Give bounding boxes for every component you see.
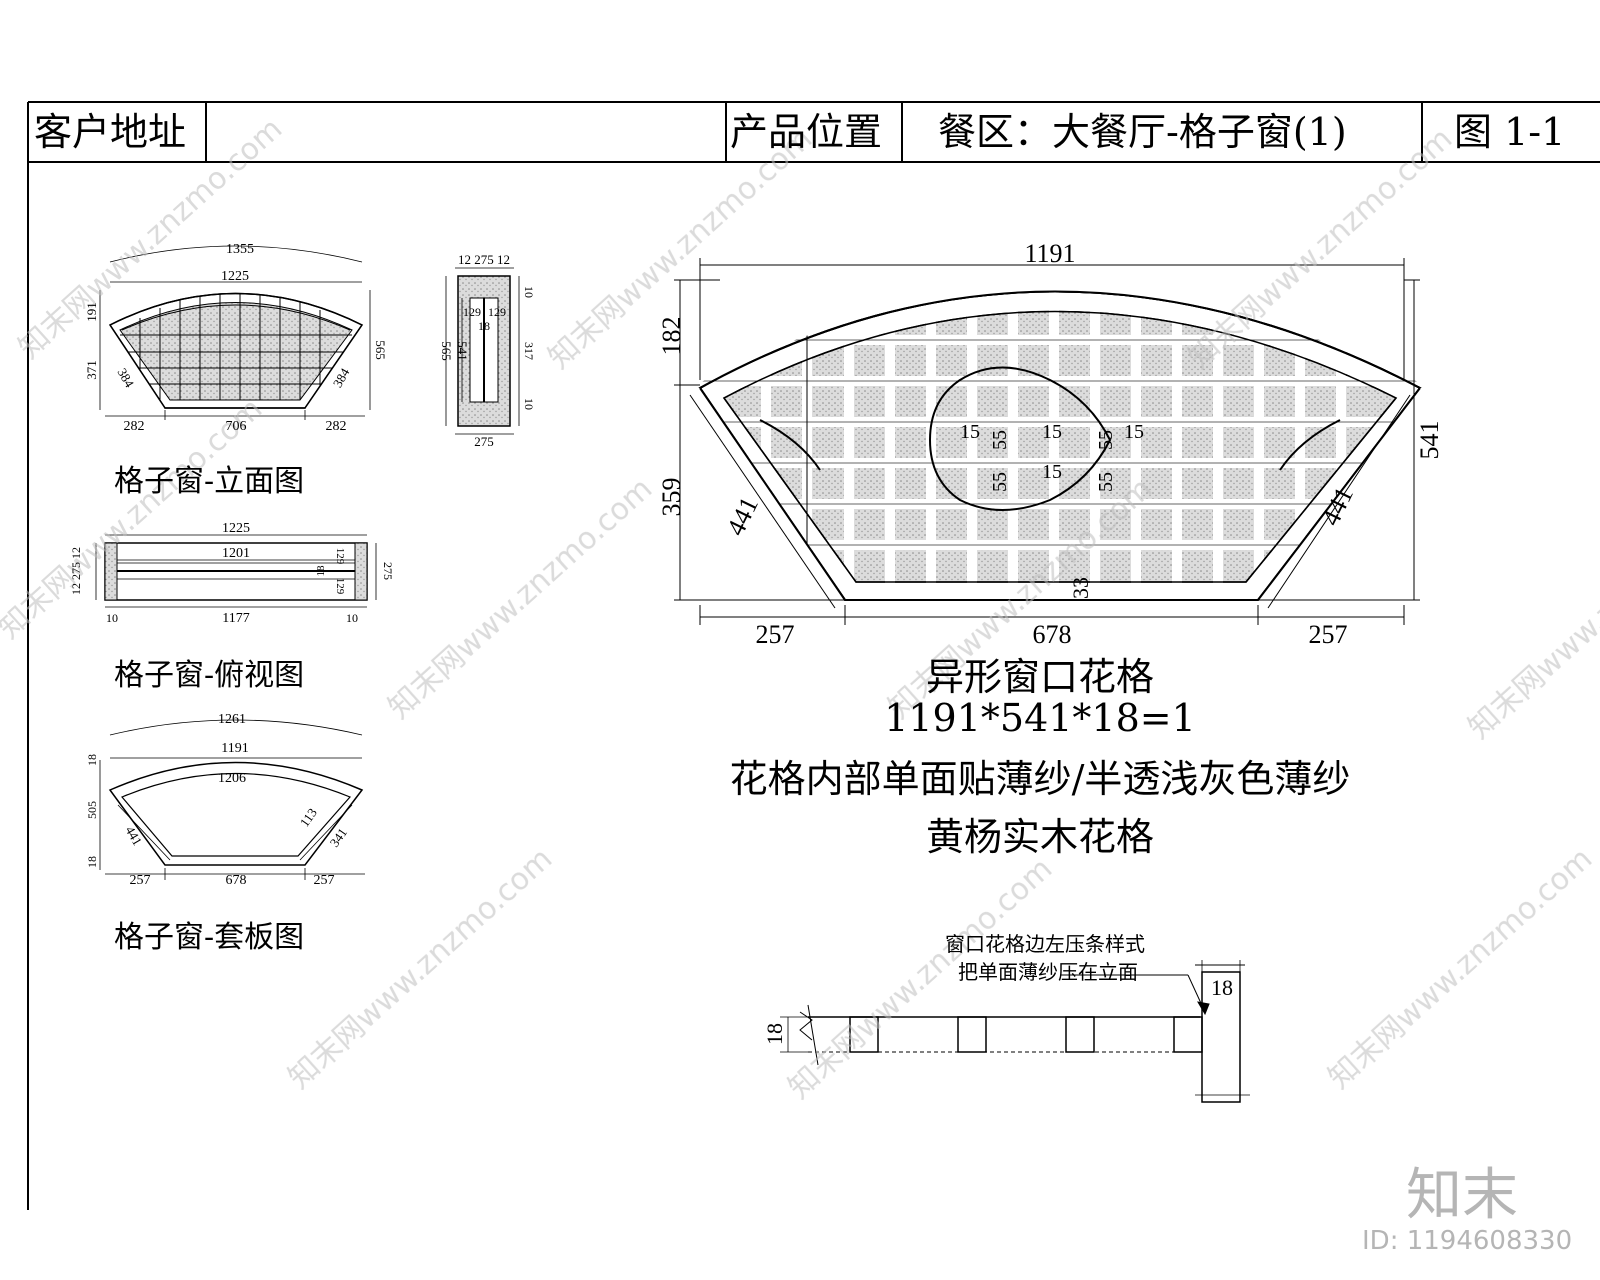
watermark-text: 知末网www.znzmo.com (1462, 491, 1600, 746)
dim-plan-inner: 1201 (222, 546, 250, 561)
watermark-text: 知末网www.znzmo.com (382, 471, 659, 726)
dim-sect-h-inner: 541 (455, 341, 470, 361)
main-note-wood: 黄杨实木花格 (925, 815, 1154, 859)
dim-case-bottom-right: 257 (314, 873, 335, 888)
casing-caption: 格子窗-套板图 (114, 920, 305, 955)
lattice-window-main (690, 250, 1430, 601)
detail-note-strip: 窗口花格边左压条样式 (945, 932, 1145, 956)
dim-sect-h: 565 (439, 341, 454, 361)
dim-sect-i2: 129 (488, 305, 506, 319)
dim-sect-r3: 10 (522, 398, 536, 410)
dim-main-bottom-left: 257 (756, 620, 795, 649)
main-size: 1191*541*18=1 (884, 696, 1196, 740)
casing-view (99, 719, 365, 880)
dim-main-v1: 55 (989, 430, 1011, 450)
dim-sect-i1: 129 (463, 305, 481, 319)
dim-plan-bottom-right: 10 (346, 611, 358, 625)
plan-view (95, 534, 377, 608)
dim-sect-r2: 317 (522, 342, 536, 360)
dim-elev-bottom-mid: 706 (226, 419, 247, 434)
dim-elev-h-right: 565 (373, 340, 388, 360)
watermark-text: 知末网www.znzmo.com (1322, 841, 1599, 1096)
elevation-caption: 格子窗-立面图 (114, 464, 305, 499)
watermark-id: ID: 1194608330 (1362, 1226, 1573, 1256)
dim-main-w1: 15 (960, 421, 980, 443)
dim-sect-bottom: 275 (474, 434, 494, 449)
watermark-logo: 知末 (1406, 1163, 1518, 1228)
dim-elev-h-top: 191 (84, 302, 99, 322)
dim-sect-i3: 18 (478, 319, 490, 333)
dim-elev-bottom-left: 282 (124, 419, 145, 434)
product-position-value: 餐区：大餐厅-格子窗(1) (938, 110, 1347, 154)
dim-plan-bottom: 1177 (222, 611, 249, 626)
dim-case-left-top: 18 (85, 754, 99, 766)
dim-case-bottom-mid: 678 (226, 873, 247, 888)
dim-case-slant-right: 341 (327, 825, 350, 850)
dim-plan-bottom-left: 10 (106, 611, 118, 625)
product-position-label: 产品位置 (730, 110, 883, 154)
dim-elev-top: 1225 (221, 269, 249, 284)
dim-case-top: 1191 (221, 741, 248, 756)
dim-main-v3: 55 (989, 472, 1011, 492)
dim-plan-top: 1225 (222, 521, 250, 536)
dim-sect-r1: 10 (522, 286, 536, 298)
dim-main-w4: 15 (1042, 461, 1062, 483)
plan-caption: 格子窗-俯视图 (114, 658, 305, 693)
dim-plan-c1: 129 (334, 548, 346, 565)
dim-plan-c2: 18 (315, 565, 327, 577)
dim-case-arc: 1261 (218, 712, 246, 727)
dim-case-bottom-left: 257 (130, 873, 151, 888)
dim-plan-left: 12 275 12 (69, 547, 83, 595)
dim-case-slant-inner: 113 (297, 805, 320, 829)
dim-case-left-bottom: 18 (85, 856, 99, 868)
dim-main-v4: 55 (1095, 472, 1117, 492)
dim-main-left-bottom: 359 (657, 478, 686, 517)
dim-elev-h-side: 371 (84, 360, 99, 380)
elevation-view (99, 245, 372, 420)
dim-plan-right: 275 (381, 562, 395, 580)
dim-detail-right: 18 (1211, 975, 1233, 1000)
main-note-gauze: 花格内部单面贴薄纱/半透浅灰色薄纱 (729, 757, 1351, 801)
section-view (445, 267, 520, 435)
dim-main-bottom-right: 257 (1309, 620, 1348, 649)
dim-detail-left: 18 (762, 1023, 787, 1045)
dim-main-bottom-mid: 678 (1033, 620, 1072, 649)
dim-main-w3: 15 (1124, 421, 1144, 443)
dim-main-v2: 55 (1095, 430, 1117, 450)
dim-case-slant-left: 441 (123, 824, 146, 848)
dim-sect-top: 12 275 12 (458, 252, 510, 267)
sheet-frame (27, 101, 1600, 1210)
dim-case-arc-inner: 1206 (218, 771, 246, 786)
dim-main-left-top: 182 (657, 317, 686, 356)
main-title: 异形窗口花格 (925, 655, 1154, 699)
dim-case-left-mid: 505 (85, 801, 99, 819)
customer-address-value (210, 104, 720, 160)
strip-detail (780, 960, 1250, 1103)
dim-main-w2: 15 (1042, 421, 1062, 443)
detail-note-gauze: 把单面薄纱压在立面 (958, 960, 1138, 984)
dim-elev-arc: 1355 (226, 242, 254, 257)
dim-main-top: 1191 (1024, 239, 1075, 268)
dim-main-bottom-gap: 33 (1068, 577, 1093, 599)
customer-address-label: 客户地址 (34, 110, 187, 154)
dim-plan-c3: 129 (334, 578, 346, 595)
dim-elev-bottom-right: 282 (326, 419, 347, 434)
figure-number: 图 1-1 (1454, 110, 1566, 154)
dim-main-right: 541 (1415, 421, 1444, 460)
main-dimension-lines (674, 258, 1420, 625)
